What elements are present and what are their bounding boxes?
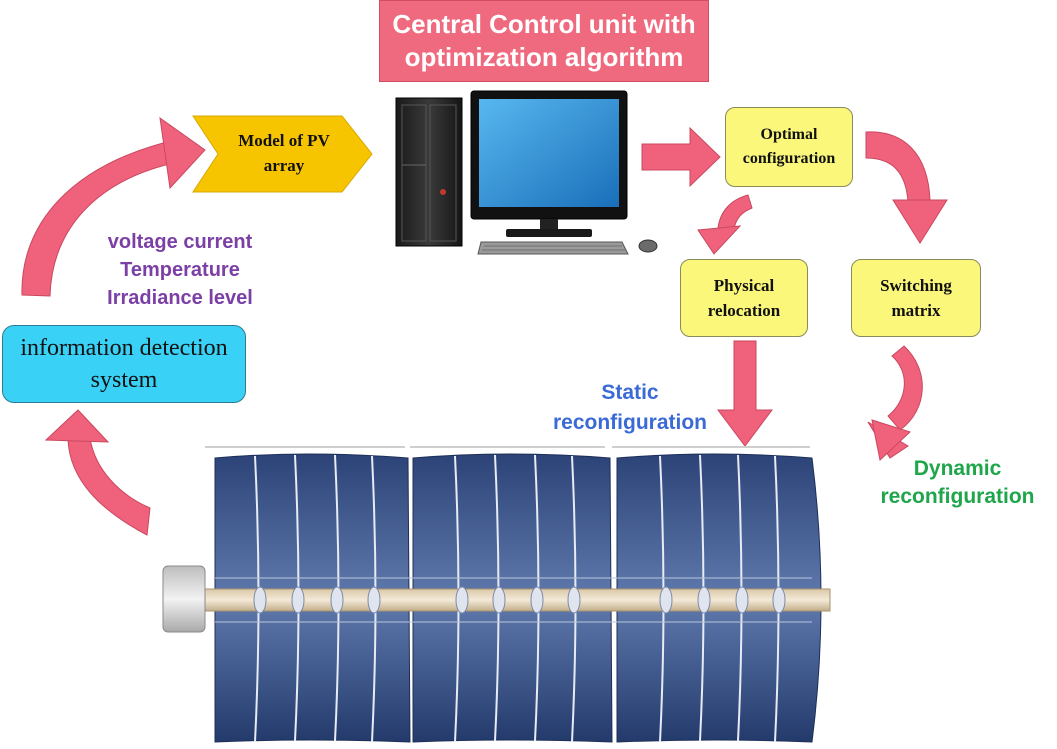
optimal-line-1: Optimal bbox=[760, 126, 818, 143]
param-temperature: Temperature bbox=[120, 259, 240, 281]
model-line-1: Model of PV bbox=[238, 131, 330, 150]
model-line-2: array bbox=[263, 156, 305, 175]
solar-panel-array-icon bbox=[162, 446, 831, 743]
arrow-static-down bbox=[717, 340, 773, 447]
physical-line-2: relocation bbox=[707, 301, 781, 320]
switching-line-2: matrix bbox=[891, 301, 941, 320]
static-line-1: Static bbox=[601, 381, 659, 404]
arrow-to-switching bbox=[865, 131, 948, 244]
arrow-to-physical bbox=[697, 194, 753, 255]
dynamic-reconfiguration-label: Dynamic reconfiguration bbox=[860, 455, 1055, 511]
static-line-2: reconfiguration bbox=[552, 411, 707, 434]
optimal-line-2: configuration bbox=[742, 150, 836, 167]
central-control-title: Central Control unit with optimization a… bbox=[379, 0, 709, 82]
desktop-computer-icon bbox=[395, 90, 658, 255]
dynamic-line-2: reconfiguration bbox=[880, 485, 1035, 508]
switching-matrix-box: Switching matrix bbox=[851, 259, 981, 337]
measured-parameters-label: voltage current Temperature Irradiance l… bbox=[80, 228, 280, 312]
model-chevron bbox=[192, 115, 373, 193]
feedback-arrow-info bbox=[44, 409, 151, 536]
feedback-arrow-up bbox=[21, 116, 206, 297]
info-line-2: system bbox=[90, 367, 158, 393]
title-line-1: Central Control unit with bbox=[392, 9, 696, 39]
dynamic-line-1: Dynamic bbox=[913, 457, 1002, 480]
physical-relocation-box: Physical relocation bbox=[680, 259, 808, 337]
param-irradiance: Irradiance level bbox=[107, 287, 253, 309]
switching-line-1: Switching bbox=[880, 276, 952, 295]
physical-line-1: Physical bbox=[713, 276, 775, 295]
arrow-to-optimal bbox=[641, 126, 721, 188]
model-of-pv-array-label: Model of PV array bbox=[200, 128, 368, 178]
title-line-2: optimization algorithm bbox=[404, 42, 684, 72]
param-voltage-current: voltage current bbox=[107, 231, 253, 253]
info-line-1: information detection bbox=[20, 335, 228, 361]
static-reconfiguration-label: Static reconfiguration bbox=[530, 378, 730, 438]
optimal-configuration-box: Optimal configuration bbox=[725, 107, 853, 187]
arrow-dynamic bbox=[867, 345, 923, 461]
information-detection-system-box: information detection system bbox=[2, 325, 246, 403]
